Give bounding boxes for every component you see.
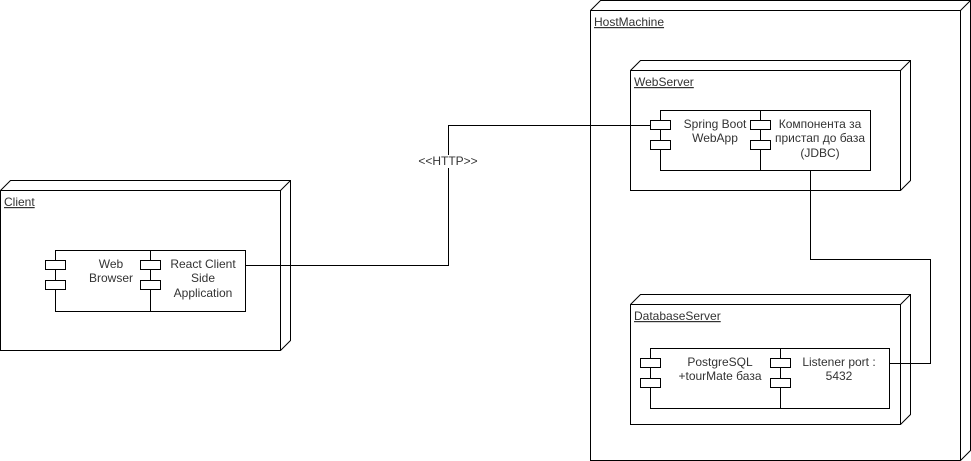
spring-boot-label-line1: Spring Boot — [684, 117, 747, 131]
component-react-client-box — [150, 250, 246, 312]
component-port-icon — [640, 378, 661, 388]
react-client-label-line1: React Client — [170, 257, 236, 271]
component-port-icon — [140, 260, 161, 270]
component-port-icon — [770, 378, 791, 388]
component-spring-boot-box — [660, 110, 761, 171]
webserver-node-edges — [630, 60, 911, 191]
http-label-bg — [420, 155, 477, 168]
component-postgresql[interactable] — [640, 348, 781, 409]
jdbc-label-line1: Компонента за — [779, 117, 862, 131]
web-browser-label-line2: Browser — [89, 271, 133, 285]
component-port-icon — [650, 140, 671, 150]
postgresql-label-line1: PostgreSQL — [687, 355, 753, 369]
component-react-client[interactable] — [140, 250, 246, 312]
host-machine-node-label: HostMachine — [594, 15, 664, 29]
component-port-icon — [650, 120, 671, 130]
host-machine-node-edges — [590, 0, 971, 461]
client-node-edges — [0, 180, 291, 351]
component-port-icon — [640, 358, 661, 368]
listener-port-label-line1: Listener port : — [802, 355, 875, 369]
react-client-label-line2: Side — [191, 271, 215, 285]
database-server-node-edges — [630, 294, 911, 425]
listener-port-label-line2: 5432 — [826, 369, 853, 383]
component-port-icon — [140, 280, 161, 290]
component-jdbc[interactable] — [750, 110, 871, 171]
component-port-icon — [770, 358, 791, 368]
database-server-node-label: DatabaseServer — [634, 309, 721, 323]
component-port-icon — [45, 280, 66, 290]
webserver-node-label: WebServer — [634, 75, 694, 89]
component-listener-port[interactable] — [770, 348, 890, 409]
postgresql-label-line2: +tourMate база — [678, 369, 761, 383]
http-connector[interactable] — [245, 125, 652, 266]
component-web-browser-box — [55, 250, 151, 312]
spring-boot-label-line2: WebApp — [692, 131, 738, 145]
client-node-label: Client — [4, 195, 35, 209]
jdbc-label-line3: (JDBC) — [800, 146, 839, 160]
react-client-label-line3: Application — [174, 286, 233, 300]
http-connector-label: <<HTTP>> — [418, 154, 477, 168]
component-web-browser[interactable] — [45, 250, 151, 312]
component-port-icon — [750, 120, 771, 130]
jdbc-label-line2: пристап до база — [775, 131, 865, 145]
component-spring-boot[interactable] — [650, 110, 761, 171]
component-port-icon — [750, 140, 771, 150]
web-browser-label-line1: Web — [99, 257, 124, 271]
component-listener-port-box — [780, 348, 890, 409]
component-postgresql-box — [650, 348, 781, 409]
jdbc-connector[interactable] — [810, 170, 931, 364]
component-port-icon — [45, 260, 66, 270]
